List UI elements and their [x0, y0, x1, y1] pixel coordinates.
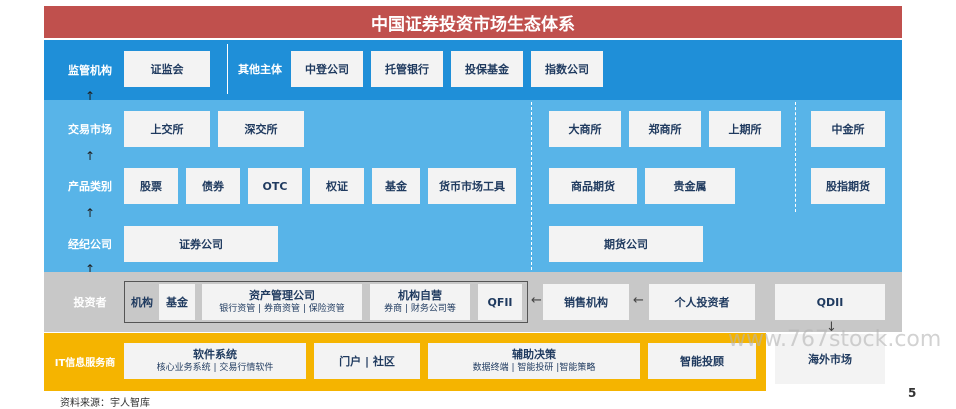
- regulator-divider: [227, 44, 228, 94]
- box-cffex: 中金所: [811, 111, 885, 147]
- row-label-broker: 经纪公司: [68, 238, 112, 251]
- box-otc: OTC: [248, 168, 302, 204]
- proprietary-sub: 券商 | 财务公司等: [384, 304, 456, 314]
- box-investor-protection-fund: 投保基金: [451, 51, 523, 87]
- box-shfe: 上期所: [709, 111, 781, 147]
- row-label-investor: 投资者: [73, 296, 107, 309]
- box-dce: 大商所: [549, 111, 621, 147]
- box-index-company: 指数公司: [531, 51, 603, 87]
- box-decision-support: 辅助决策 数据终端 | 智能投研 |智能策略: [428, 343, 640, 379]
- box-index-futures: 股指期货: [811, 168, 885, 204]
- software-sub: 核心业务系统 | 交易行情软件: [156, 363, 274, 373]
- box-warrants: 权证: [310, 168, 364, 204]
- left-arrow-icon: ←: [633, 293, 644, 308]
- box-csrc: 证监会: [124, 51, 210, 87]
- row-label-exchange: 交易市场: [68, 123, 112, 136]
- diagram-title: 中国证券投资市场生态体系: [44, 6, 902, 38]
- down-arrow-icon: ↓: [826, 320, 837, 335]
- decision-sub: 数据终端 | 智能投研 |智能策略: [472, 363, 596, 373]
- asset-management-title: 资产管理公司: [249, 289, 315, 302]
- up-arrow-icon: ↑: [85, 89, 96, 103]
- box-investor-fund: 基金: [159, 284, 195, 320]
- box-sales-institution: 销售机构: [543, 284, 629, 320]
- box-individual-investor: 个人投资者: [649, 284, 755, 320]
- box-software-systems: 软件系统 核心业务系统 | 交易行情软件: [124, 343, 306, 379]
- box-precious-metals: 贵金属: [645, 168, 735, 204]
- box-sse: 上交所: [124, 111, 210, 147]
- box-institution: 机构: [131, 296, 153, 309]
- footnote: 资料来源：宇人智库: [60, 398, 150, 409]
- box-stocks: 股票: [124, 168, 178, 204]
- page-number: 5: [908, 386, 917, 400]
- box-csdc: 中登公司: [291, 51, 363, 87]
- box-money-market: 货币市场工具: [428, 168, 516, 204]
- asset-management-sub: 银行资管 | 券商资管 | 保险资管: [219, 304, 345, 314]
- box-futures-company: 期货公司: [549, 226, 703, 262]
- box-portal-community: 门户 | 社区: [314, 343, 420, 379]
- left-arrow-icon: ←: [531, 293, 542, 308]
- up-arrow-icon: ↑: [85, 149, 96, 163]
- box-bonds: 债券: [186, 168, 240, 204]
- up-arrow-icon: ↑: [85, 206, 96, 220]
- box-asset-management: 资产管理公司 银行资管 | 券商资管 | 保险资管: [202, 284, 362, 320]
- box-overseas-market: 海外市场: [775, 334, 885, 384]
- row-label-product: 产品类别: [68, 180, 112, 193]
- decision-title: 辅助决策: [512, 348, 556, 361]
- box-qfii: QFII: [478, 284, 522, 320]
- box-custodian-bank: 托管银行: [371, 51, 443, 87]
- watermark-text: www.767stock.com: [728, 327, 942, 352]
- proprietary-title: 机构自营: [398, 289, 442, 302]
- row-label-other-entities: 其他主体: [238, 63, 282, 76]
- box-commodity-futures: 商品期货: [549, 168, 637, 204]
- box-proprietary: 机构自营 券商 | 财务公司等: [370, 284, 470, 320]
- securities-futures-divider: [531, 102, 532, 270]
- futures-financial-divider: [795, 102, 796, 212]
- institution-group-frame: [124, 281, 528, 323]
- box-funds: 基金: [372, 168, 420, 204]
- up-arrow-icon: ↑: [85, 262, 96, 276]
- row-label-regulator: 监管机构: [68, 64, 112, 77]
- row-label-it: IT信息服务商: [54, 357, 116, 369]
- box-szse: 深交所: [218, 111, 304, 147]
- box-czce: 郑商所: [629, 111, 701, 147]
- software-title: 软件系统: [193, 348, 237, 361]
- box-robo-advisor: 智能投顾: [648, 343, 756, 379]
- box-qdii: QDII: [775, 284, 885, 320]
- box-securities-company: 证券公司: [124, 226, 278, 262]
